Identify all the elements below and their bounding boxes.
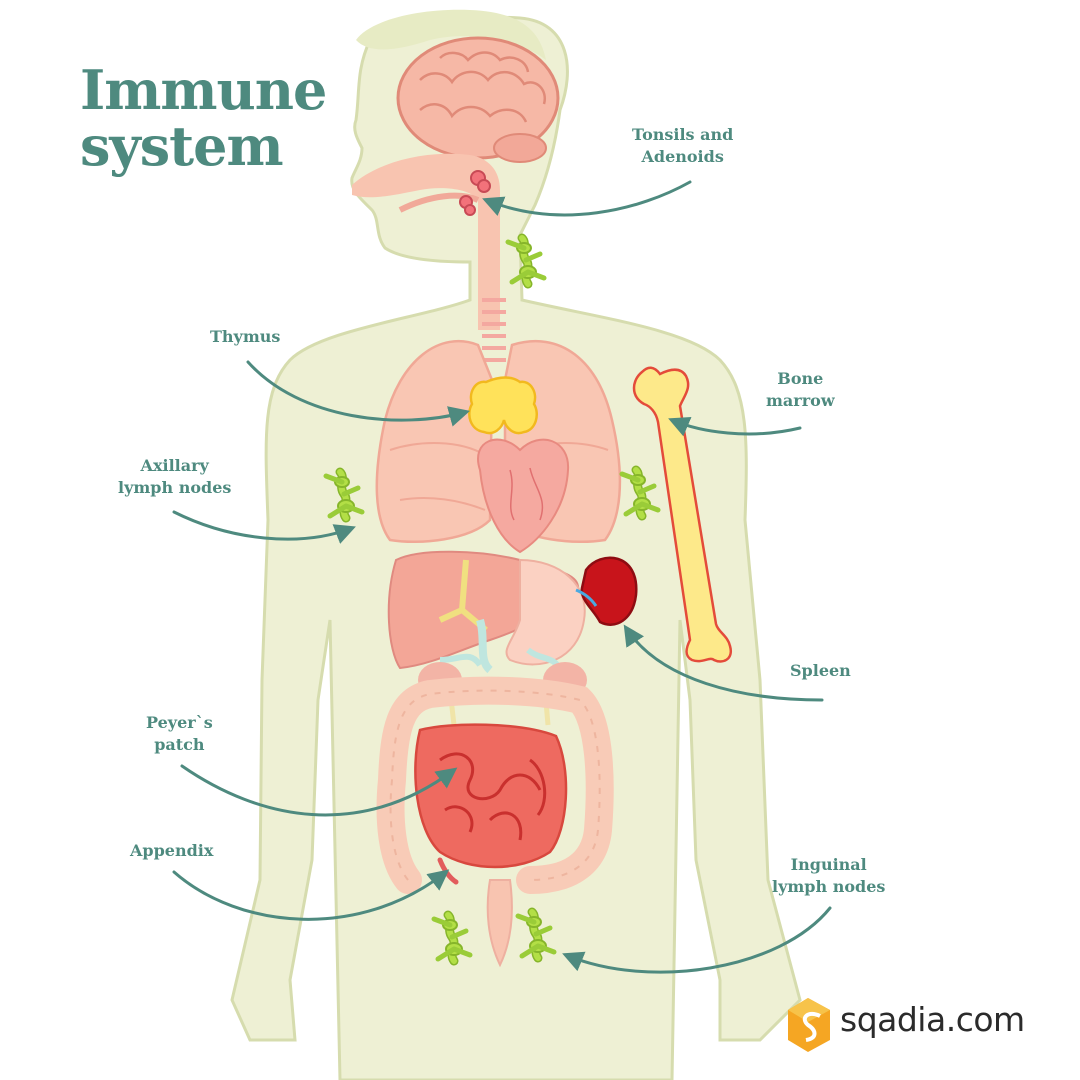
title-line-1: Immune <box>80 58 327 122</box>
page-title: Immune system <box>80 58 327 178</box>
lungs <box>375 339 622 544</box>
small-intestine <box>414 723 568 869</box>
label-thymus: Thymus <box>210 326 280 348</box>
label-tonsils: Tonsils and Adenoids <box>632 124 733 168</box>
title-line-2: system <box>80 114 284 178</box>
large-intestine <box>376 676 614 968</box>
sqadia-logo-mark <box>788 998 830 1052</box>
label-bone-marrow-line2: marrow <box>766 391 835 410</box>
label-inguinal: Inguinal lymph nodes <box>772 854 885 898</box>
label-bone-marrow-line1: Bone <box>777 369 824 388</box>
spleen <box>575 556 638 626</box>
airway <box>352 153 506 362</box>
pointer-arrows <box>172 180 832 974</box>
label-inguinal-line1: Inguinal <box>790 855 867 874</box>
label-axillary-line1: Axillary <box>140 456 209 475</box>
label-spleen: Spleen <box>790 660 851 682</box>
thymus <box>468 376 538 435</box>
brain <box>396 36 560 163</box>
label-peyers-line2: patch <box>154 735 205 754</box>
label-bone-marrow: Bone marrow <box>766 368 835 412</box>
label-peyers-patch: Peyer`s patch <box>146 712 213 756</box>
label-appendix: Appendix <box>130 840 213 862</box>
label-peyers-line1: Peyer`s <box>146 713 213 732</box>
label-thymus-line1: Thymus <box>210 327 281 346</box>
label-inguinal-line2: lymph nodes <box>772 877 886 896</box>
label-spleen-line1: Spleen <box>790 661 851 680</box>
label-appendix-line1: Appendix <box>130 841 214 860</box>
brand-logo[interactable]: sqadia.com <box>834 1000 1025 1039</box>
label-tonsils-line1: Tonsils and <box>632 125 734 144</box>
label-axillary: Axillary lymph nodes <box>118 455 231 499</box>
bone <box>632 366 733 663</box>
heart <box>477 438 570 554</box>
brand-text: sqadia.com <box>840 1000 1025 1039</box>
label-tonsils-line2: Adenoids <box>641 147 724 166</box>
label-axillary-line2: lymph nodes <box>118 478 232 497</box>
